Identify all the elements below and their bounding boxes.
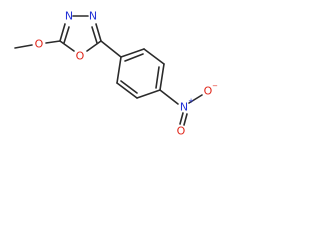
bond-ar-5 xyxy=(116,82,138,99)
bond-methyl-o xyxy=(14,44,33,49)
charge-n-nitro: + xyxy=(188,97,194,105)
bond-n-o-bottom-double xyxy=(183,113,188,126)
bond-ar-4 xyxy=(136,89,161,99)
atom-o-nitro-bottom: O xyxy=(177,125,186,138)
bond-ar-nitro xyxy=(159,89,179,105)
atom-n3: N xyxy=(65,10,73,23)
atom-o-ring: O xyxy=(76,50,85,63)
bond-n-o-top xyxy=(188,94,203,104)
bond-ar-1-inner xyxy=(124,53,144,62)
bond-n4-c5 xyxy=(95,23,102,42)
atom-o-methoxy: O xyxy=(35,38,44,51)
bond-n4-c5-double xyxy=(91,26,98,44)
bond-ar-3-inner xyxy=(155,66,160,89)
atom-o-nitro-top: O xyxy=(204,85,213,98)
bond-ar-1 xyxy=(120,48,145,58)
bond-o1-c2 xyxy=(59,40,75,52)
bond-n-o-bottom xyxy=(179,112,184,125)
bond-ar-5-inner xyxy=(120,80,138,94)
bond-c2-n3 xyxy=(59,23,66,42)
bond-c5-o1 xyxy=(86,40,102,52)
bond-c2-n3-double xyxy=(63,26,70,44)
charge-o-nitro-top: − xyxy=(212,82,218,90)
bond-c5-phenyl xyxy=(100,40,122,58)
atom-n-nitro: N xyxy=(180,101,188,114)
structure-drawing: N N O O N + O − O xyxy=(14,10,218,138)
bond-ar-2 xyxy=(143,48,165,65)
bond-ar-3 xyxy=(159,63,165,91)
bond-o-c2 xyxy=(45,40,61,44)
molecule-canvas: N N O O N + O − O xyxy=(0,0,238,142)
atom-n4: N xyxy=(89,10,97,23)
bond-ar-6 xyxy=(116,56,122,84)
